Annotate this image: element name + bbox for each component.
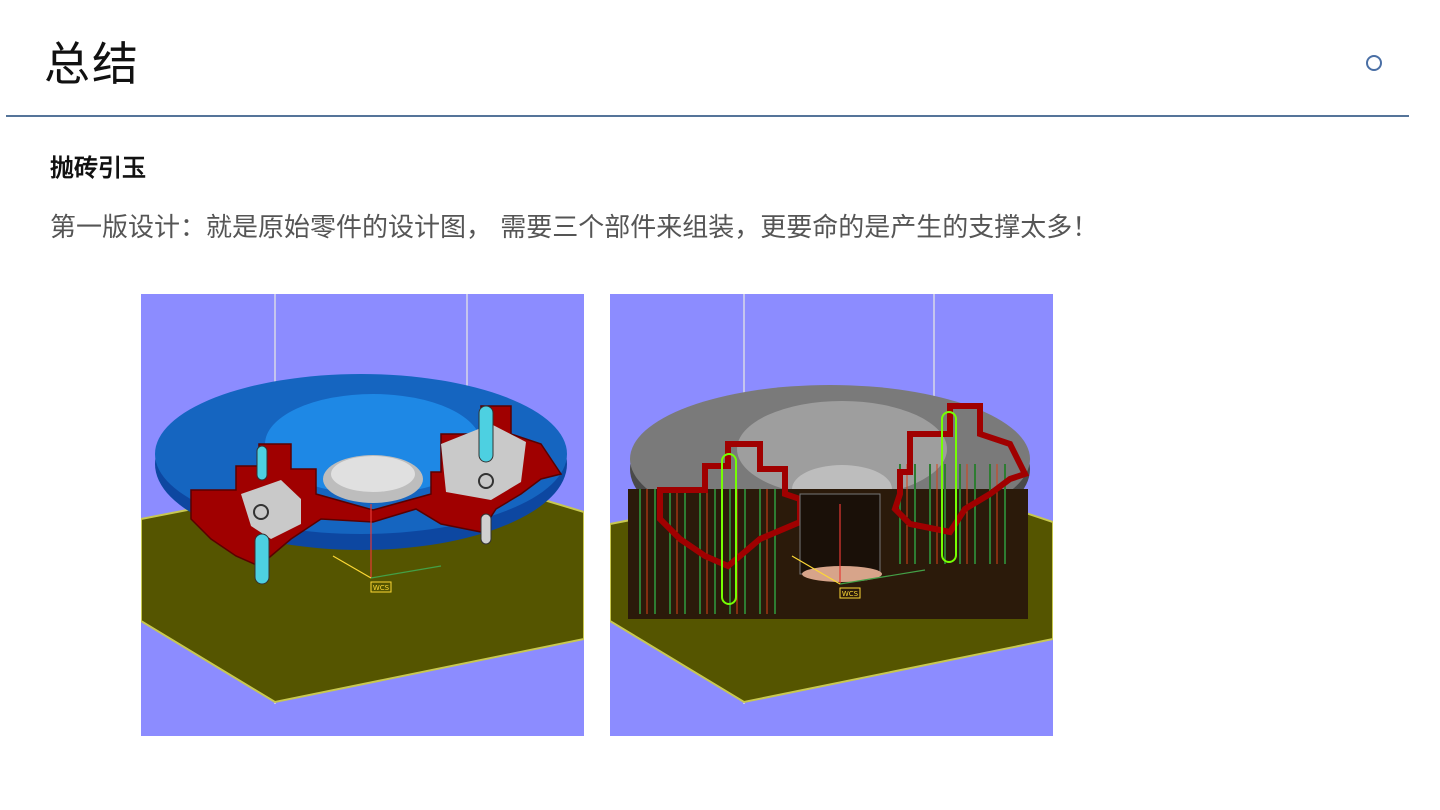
render-3d-part: WCS	[141, 294, 584, 704]
render-3d-part-supports: WCS	[610, 294, 1053, 704]
title-divider	[6, 115, 1409, 117]
slide-body-text: 第一版设计：就是原始零件的设计图， 需要三个部件来组装，更要命的是产生的支撑太多…	[50, 213, 1099, 243]
wcs-label: WCS	[373, 584, 390, 592]
circle-icon	[1366, 55, 1382, 71]
wcs-label: WCS	[842, 590, 859, 598]
slide-subheading: 抛砖引玉	[50, 153, 146, 182]
figure-design-without-supports: WCS	[141, 294, 584, 736]
slide-title: 总结	[44, 37, 140, 91]
figure-design-with-supports: WCS	[610, 294, 1053, 736]
